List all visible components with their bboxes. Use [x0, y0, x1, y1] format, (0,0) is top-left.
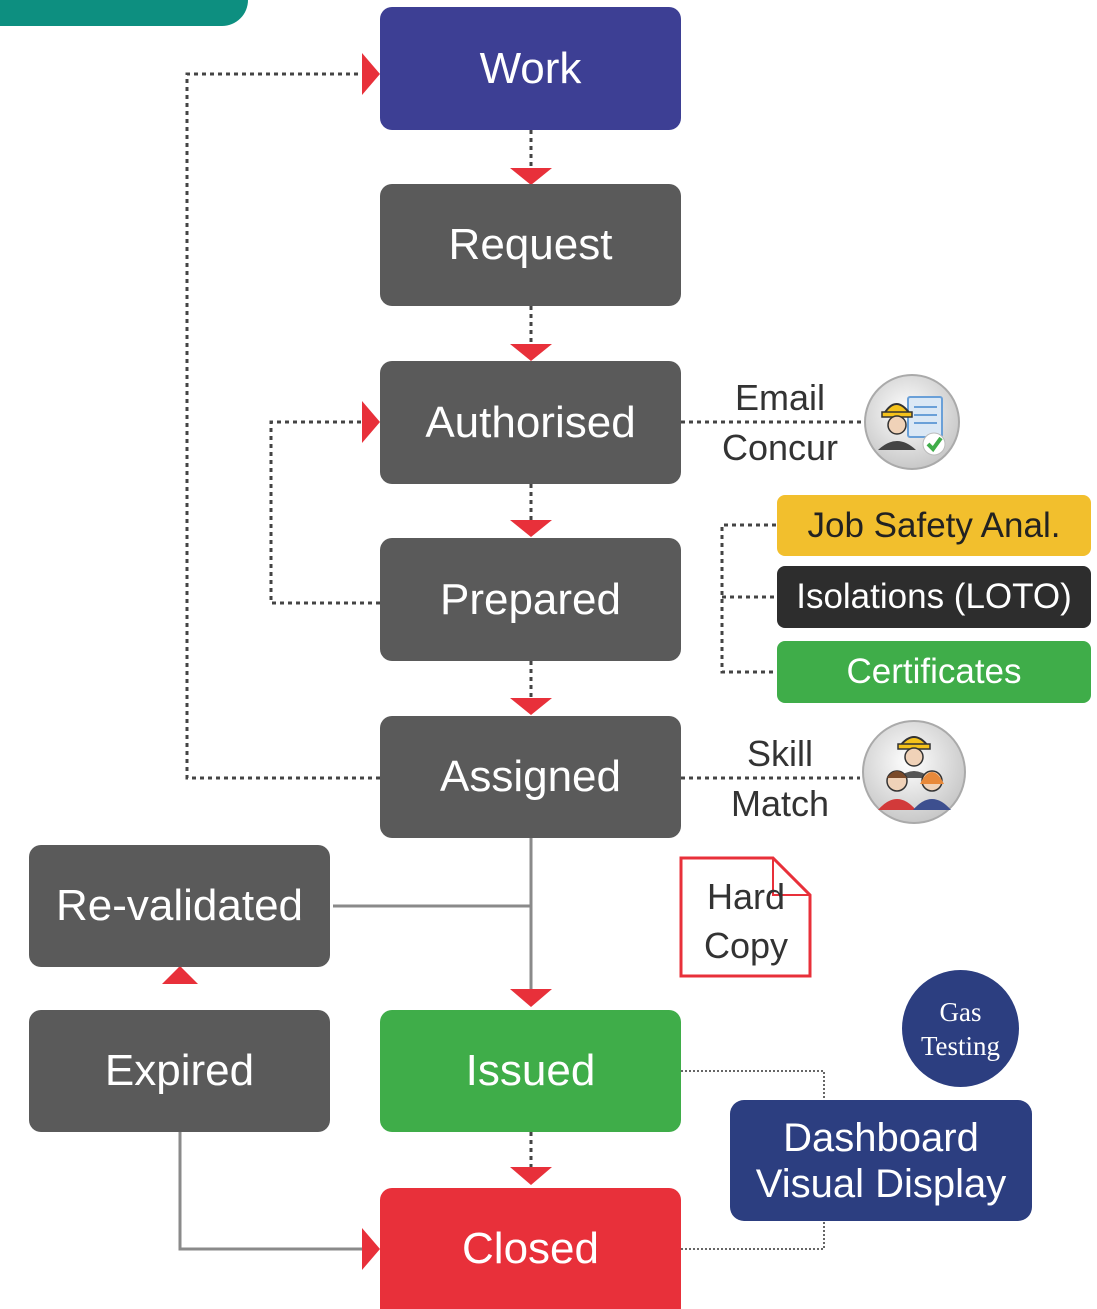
dashboard-line2: Visual Display [755, 1161, 1007, 1206]
stage-prepared-label: Prepared [439, 574, 621, 624]
isolations-box[interactable]: Isolations (LOTO) [777, 566, 1091, 628]
arrow-heads [162, 53, 552, 1270]
dashboard-visual-display[interactable]: Dashboard Visual Display [730, 1100, 1032, 1221]
hard-label: Hard [706, 876, 786, 917]
stage-work-label: Work [479, 43, 582, 93]
hard-copy-note: Hard Copy [690, 872, 802, 970]
email-concur-note: Email Concur [705, 373, 855, 473]
stage-revalidated-label: Re-validated [55, 881, 304, 930]
stage-request-label: Request [448, 220, 613, 269]
stage-prepared[interactable]: Prepared [380, 538, 681, 661]
job-safety-analysis-box[interactable]: Job Safety Anal. [777, 495, 1091, 556]
certificates-box[interactable]: Certificates [777, 641, 1091, 703]
email-label: Email [734, 377, 826, 418]
stage-expired[interactable]: Expired [29, 1010, 330, 1132]
stage-assigned-label: Assigned [439, 752, 621, 801]
stage-assigned[interactable]: Assigned [380, 716, 681, 838]
stage-expired-label: Expired [104, 1046, 255, 1095]
stage-closed-label: Closed [462, 1223, 599, 1273]
copy-label: Copy [703, 925, 789, 966]
isolations-label: Isolations (LOTO) [796, 577, 1072, 616]
stage-issued-label: Issued [465, 1046, 596, 1095]
dashboard-line1: Dashboard [783, 1115, 979, 1160]
gas-testing-line1: Gas [939, 996, 982, 1027]
team-skill-icon [860, 718, 968, 826]
stage-authorised-label: Authorised [425, 397, 636, 447]
stage-work[interactable]: Work [380, 7, 681, 130]
hard-copy-document-icon [679, 856, 812, 978]
stage-revalidated[interactable]: Re-validated [29, 845, 330, 967]
job-safety-analysis-label: Job Safety Anal. [807, 505, 1061, 545]
gas-testing-badge[interactable]: Gas Testing [902, 970, 1019, 1087]
header-tab [0, 0, 248, 26]
gas-testing-line2: Testing [920, 1030, 1001, 1061]
skill-match-note: Skill Match [705, 729, 855, 829]
stage-request[interactable]: Request [380, 184, 681, 306]
match-label: Match [730, 783, 830, 824]
concur-label: Concur [721, 427, 839, 468]
stage-issued[interactable]: Issued [380, 1010, 681, 1132]
worker-approval-icon [862, 372, 962, 472]
certificates-label: Certificates [846, 652, 1022, 691]
skill-label: Skill [746, 733, 813, 774]
stage-closed[interactable]: Closed [380, 1188, 681, 1309]
stage-authorised[interactable]: Authorised [380, 361, 681, 484]
